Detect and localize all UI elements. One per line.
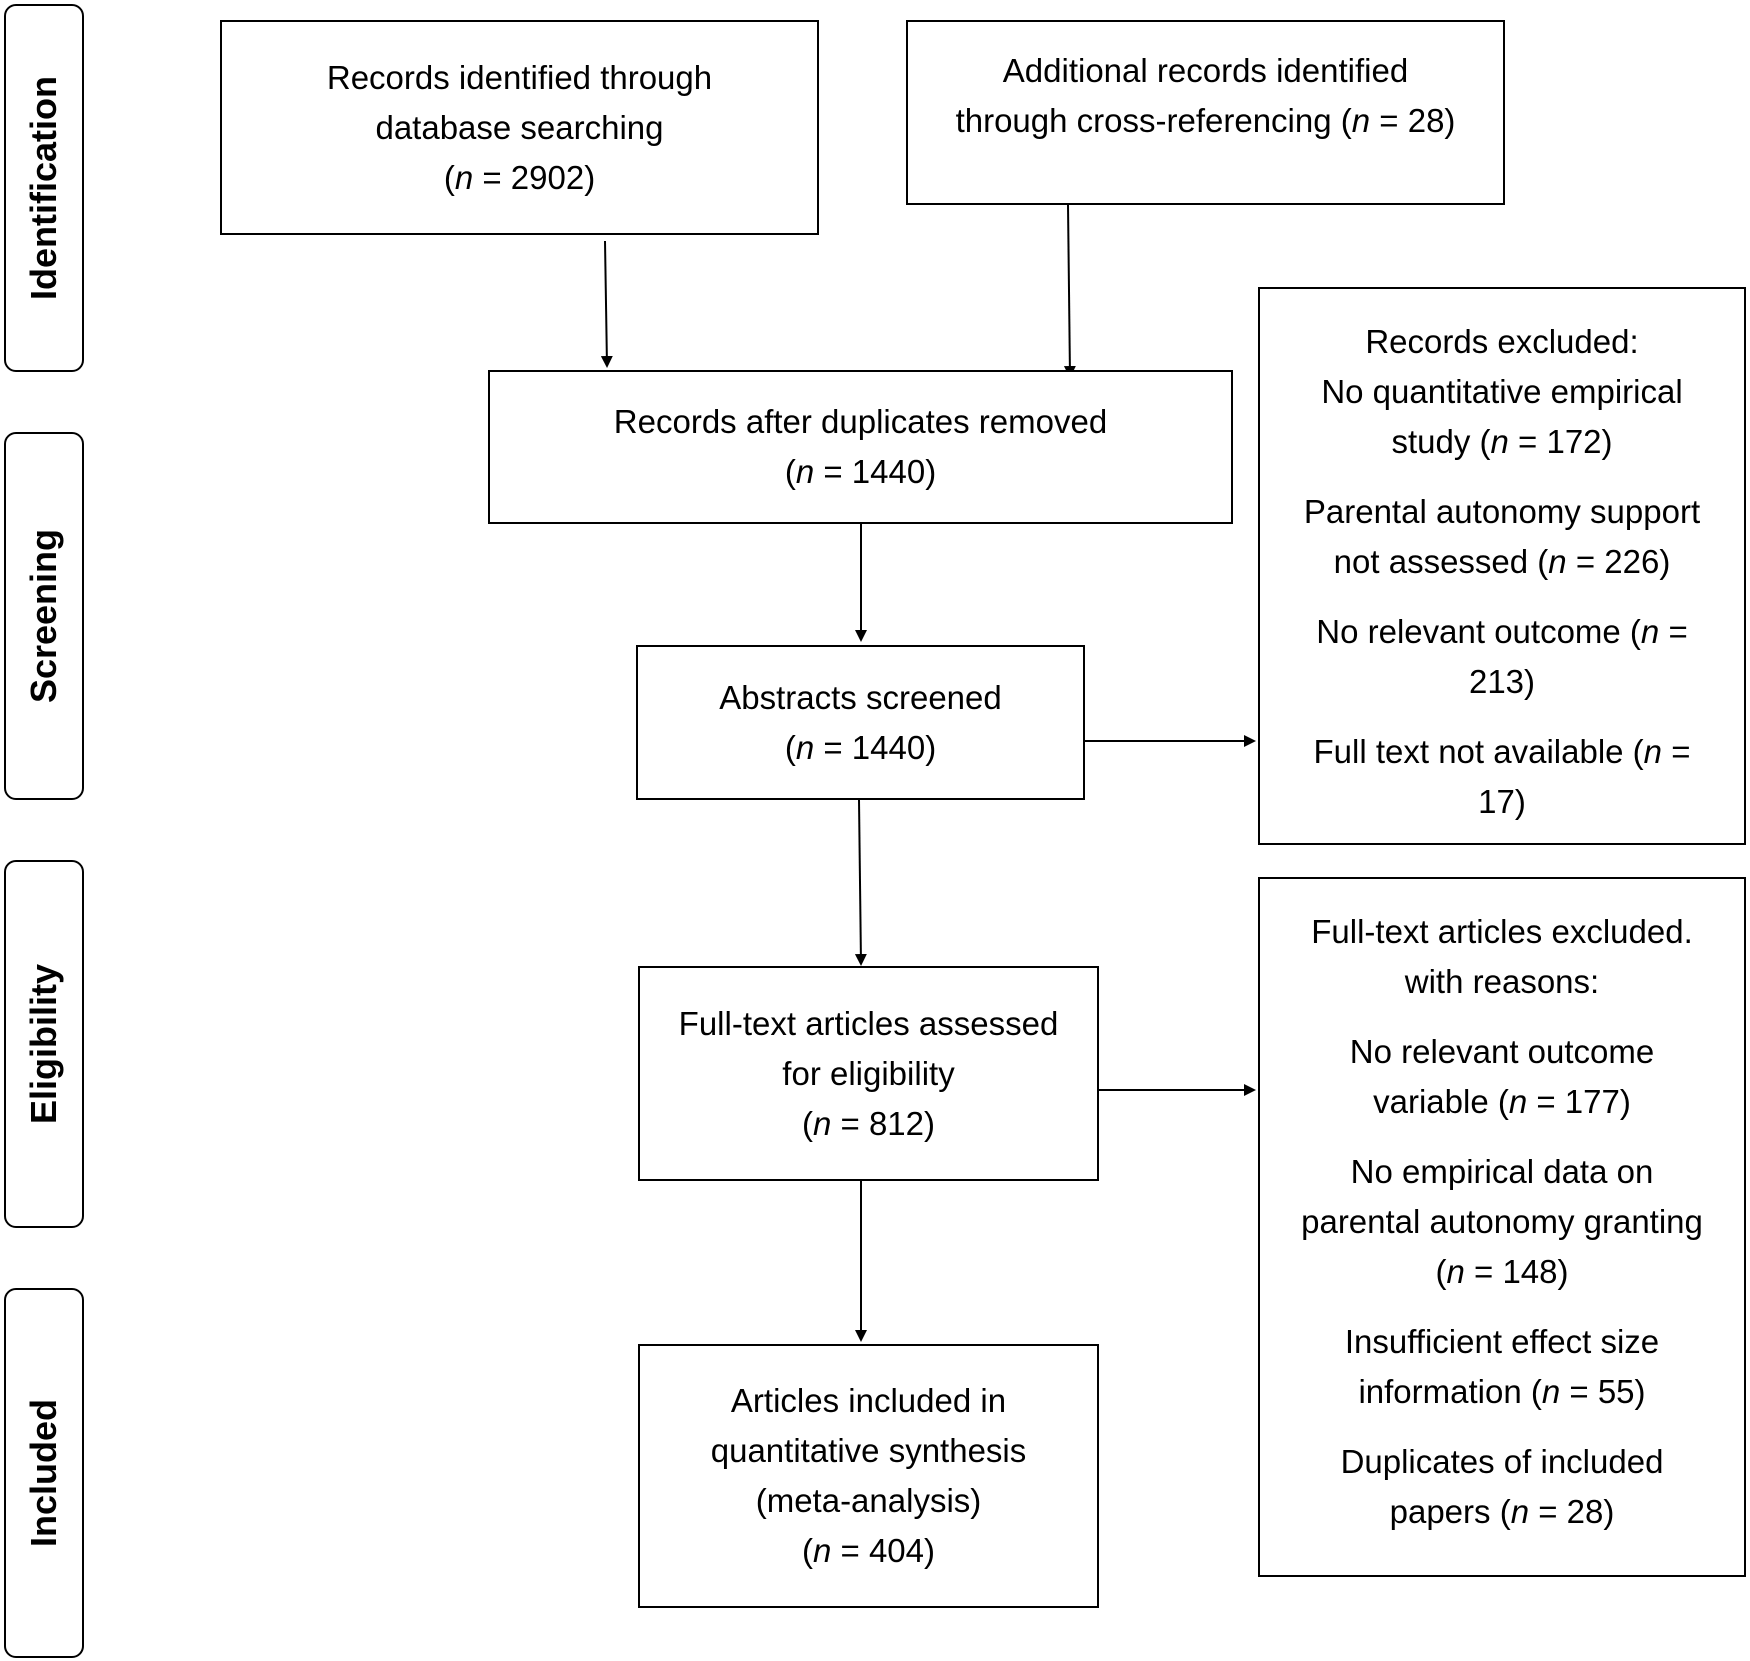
database-count: (n = 2902) [443,158,596,196]
ft-reason-2: No empirical data on parental autonomy g… [1301,1147,1703,1297]
box-database-search: Records identified through database sear… [220,20,819,235]
included-count: (n = 404) [801,1532,936,1569]
ft-reason-2-line1: No empirical data on [1350,1153,1654,1190]
included-line2: quantitative synthesis [710,1432,1027,1469]
stage-included: Included [4,1288,84,1658]
stage-eligibility: Eligibility [4,860,84,1228]
excl-reason-2-count: not assessed (n = 226) [1333,543,1671,580]
box-abstracts-screened: Abstracts screened (n = 1440) [636,645,1085,800]
excl-reason-4-line2: 17) [1478,783,1526,820]
ft-reason-3: Insufficient effect size information (n … [1345,1317,1659,1417]
stage-screening: Screening [4,432,84,800]
excl-reason-4: Full text not available (n = 17) [1314,727,1691,827]
box-fulltext-excluded: Full-text articles excluded. with reason… [1258,877,1746,1577]
included-line3: (meta-analysis) [755,1482,982,1519]
fulltext-count: (n = 812) [801,1104,936,1142]
box-articles-included: Articles included in quantitative synthe… [638,1344,1099,1608]
crossref-line1: Additional records identified [1002,52,1409,89]
box-records-excluded: Records excluded: No quantitative empiri… [1258,287,1746,845]
records-excluded-title: Records excluded: [1365,323,1639,360]
ft-reason-4-count: papers (n = 28) [1389,1493,1615,1530]
box-duplicates-removed: Records after duplicates removed (n = 14… [488,370,1233,524]
duplicates-line1: Records after duplicates removed [613,403,1108,440]
ft-reason-3-line1: Insufficient effect size [1344,1323,1660,1360]
excl-reason-3: No relevant outcome (n = 213) [1316,607,1687,707]
excl-reason-3-line2: 213) [1468,663,1536,700]
excl-reason-2-line1: Parental autonomy support [1303,493,1701,530]
ft-reason-1-count: variable (n = 177) [1373,1083,1631,1120]
excl-reason-4-line1: Full text not available (n = [1313,733,1691,770]
duplicates-count: (n = 1440) [784,453,937,490]
database-line2: database searching [375,108,664,146]
stage-identification: Identification [4,4,84,372]
fulltext-excluded-header: Full-text articles excluded. with reason… [1311,907,1692,1007]
excl-reason-3-line1: No relevant outcome (n = [1316,613,1688,650]
excl-reason-2: Parental autonomy support not assessed (… [1304,487,1700,587]
arrow-database-to-duplicates [600,240,613,368]
abstracts-count: (n = 1440) [784,728,937,766]
excl-reason-1-count: study (n = 172) [1391,423,1613,460]
fulltext-line2: for eligibility [782,1054,955,1092]
arrow-abstracts-to-fulltext [854,799,867,966]
box-fulltext-assessed: Full-text articles assessed for eligibil… [638,966,1099,1181]
ft-reason-4-line1: Duplicates of included [1340,1443,1664,1480]
fulltext-excluded-title1: Full-text articles excluded. [1311,913,1693,950]
fulltext-line1: Full-text articles assessed [678,1004,1059,1042]
ft-reason-4: Duplicates of included papers (n = 28) [1341,1437,1664,1537]
fulltext-excluded-title2: with reasons: [1404,963,1600,1000]
database-line1: Records identified through [326,58,713,96]
abstracts-line1: Abstracts screened [719,678,1002,716]
ft-reason-2-count: (n = 148) [1435,1253,1569,1290]
ft-reason-3-count: information (n = 55) [1358,1373,1646,1410]
ft-reason-1: No relevant outcome variable (n = 177) [1350,1027,1655,1127]
included-line1: Articles included in [730,1382,1007,1419]
excl-reason-1-line1: No quantitative empirical [1321,373,1683,410]
records-excluded-header: Records excluded: No quantitative empiri… [1321,317,1682,467]
arrow-crossref-to-duplicates [1063,204,1076,378]
box-cross-referencing: Additional records identified through cr… [906,20,1505,205]
ft-reason-1-line1: No relevant outcome [1349,1033,1655,1070]
crossref-count: through cross-referencing (n = 28) [955,102,1456,139]
ft-reason-2-line2: parental autonomy granting [1301,1203,1703,1240]
